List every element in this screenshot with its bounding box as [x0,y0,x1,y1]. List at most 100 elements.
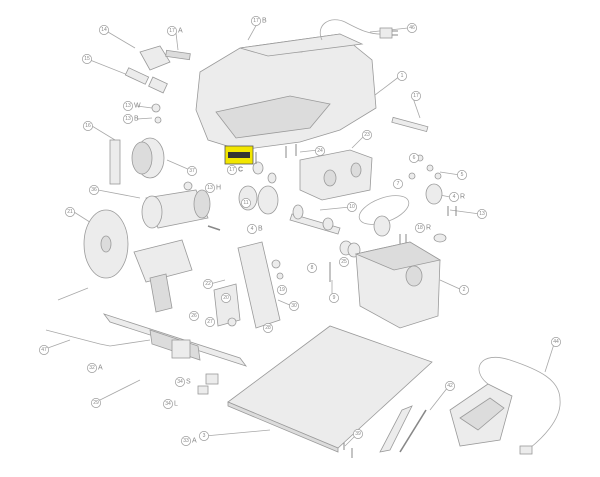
cutting-disc [83,209,129,279]
callout-c3: 3 [199,431,209,441]
callout-number: 17 [169,28,175,34]
callout-number: 24 [317,148,323,154]
callout-bubble [205,317,215,327]
callout-suffix: R [460,194,465,201]
callout-c10: 10 [347,202,357,212]
warning-label-highlighted [224,145,254,165]
callout-bubble [307,263,317,273]
base-plate [227,325,433,453]
callout-number: 37 [189,168,195,174]
slide-rail [102,313,248,367]
callout-bubble [199,431,209,441]
callout-bubble [181,436,191,446]
callout-number: 7 [397,181,400,187]
callout-number: 47 [41,347,47,353]
callout-number: 32 [89,365,95,371]
callout-number: 9 [333,295,336,301]
callout-c27: 27 [205,317,215,327]
callout-c13: 13 [477,209,487,219]
callout-number: 21 [67,209,73,215]
callout-number: 28 [265,325,271,331]
callout-c8: 8 [307,263,317,273]
callout-suffix: B [262,18,267,25]
bolts [255,144,457,458]
callout-number: 13 [479,211,485,217]
clamp-bracket [213,259,284,327]
handle-knob [124,45,171,94]
callout-bubble [407,23,417,33]
bracket [299,149,373,201]
callout-number: 4 [453,194,456,200]
callout-number: 44 [553,339,559,345]
callout-bubble [83,121,93,131]
callout-number: 14 [101,27,107,33]
spring [339,240,361,258]
callout-bubble [91,398,101,408]
callout-c29: 29 [91,398,101,408]
support-column [237,241,281,329]
callout-suffix: B [134,116,139,123]
callout-number: 3 [203,433,206,439]
callout-bubble [189,311,199,321]
callout-number: 27 [207,319,213,325]
stand-plate [133,239,193,313]
callout-number: 46 [409,25,415,31]
callout-bubble [65,207,75,217]
callout-number: 30 [291,303,297,309]
callout-suffix: A [178,28,183,35]
lever-handle [45,329,151,347]
callout-c14: 14 [99,25,109,35]
callout-suffix: L [174,401,178,408]
callout-bubble [459,285,469,295]
key-17 [391,116,429,133]
callout-bubble [353,429,363,439]
callout-bubble [457,170,467,180]
shaft [289,204,341,235]
callout-c6: 6 [409,153,419,163]
callout-number: 26 [191,313,197,319]
callout-bubble [415,223,425,233]
callout-suffix: C [238,167,243,174]
grinding-wheel [131,137,165,179]
callout-number: 5 [461,172,464,178]
callout-c28: 28 [263,323,273,333]
screws-13 [151,103,162,124]
callout-c11: 11 [241,198,251,208]
callout-c25: 25 [339,257,349,267]
callout-number: 13 [207,185,213,191]
callout-c15: 15 [82,54,92,64]
callout-suffix: S [186,379,191,386]
callout-number: 23 [364,132,370,138]
motor [141,181,221,231]
callout-bubble [89,185,99,195]
callout-c42: 42 [445,381,455,391]
callout-number: 25 [341,259,347,265]
callout-bubble [411,91,421,101]
callout-bubble [227,165,237,175]
callout-c21: 21 [65,207,75,217]
callout-bubble [251,16,261,26]
callout-suffix: A [192,438,197,445]
callout-c30: 30 [289,301,299,311]
leader-lines [44,21,555,447]
callout-c17: 17 [411,91,421,101]
callout-bubble [167,26,177,36]
callout-bubble [205,183,215,193]
callout-bubble [163,399,173,409]
callout-number: 33 [183,438,189,444]
callout-bubble [123,114,133,124]
callout-number: 17 [253,18,259,24]
callout-number: 20 [223,295,229,301]
power-cord [319,19,398,41]
callout-number: 19 [279,287,285,293]
callout-c19: 19 [277,285,287,295]
foot-pedal [449,356,561,455]
callout-number: 34 [177,379,183,385]
callout-bubble [39,345,49,355]
callout-suffix: A [98,365,103,372]
